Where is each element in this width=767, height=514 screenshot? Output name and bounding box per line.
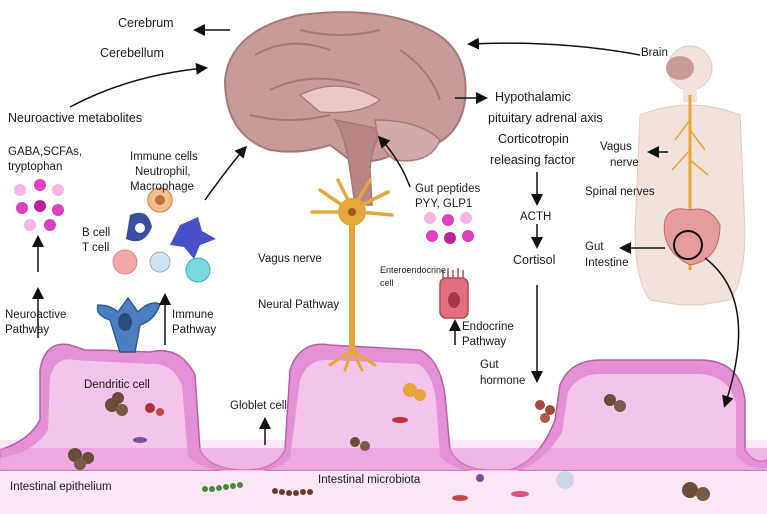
- neuron: [310, 178, 394, 372]
- label-immune-cells: Immune cells: [130, 151, 198, 163]
- label-corticotropin: Corticotropin: [498, 132, 569, 146]
- epithelium-base: [0, 448, 767, 470]
- bacterial-chain-2: [272, 488, 313, 496]
- label-cortisol: Cortisol: [513, 253, 555, 267]
- label-goblet-cell: Globlet cell: [230, 400, 287, 412]
- label-gaba: GABA,SCFAs,: [8, 146, 82, 158]
- epithelium-inner: [0, 359, 767, 472]
- enteroendocrine-cell: [439, 268, 469, 319]
- label-b-cell: B cell: [82, 227, 110, 239]
- label-gut-peptides: Gut peptides: [415, 183, 480, 195]
- label-neuroactive: Neuroactive: [5, 309, 66, 321]
- label-intestinal-microbiota: Intestinal microbiota: [318, 474, 421, 486]
- label-t-cell: T cell: [82, 242, 109, 254]
- label-gut: Gut: [480, 359, 499, 371]
- label-hormone: hormone: [480, 375, 525, 387]
- label-immune-pathway: Pathway: [172, 324, 216, 336]
- label-gut-body: Gut: [585, 241, 604, 253]
- label-pyy-glp1: PYY, GLP1: [415, 198, 472, 210]
- label-enteroendocrine-cell: cell: [380, 278, 394, 288]
- arrows: [32, 24, 740, 445]
- label-enteroendocrine: Enteroendocrine: [380, 265, 446, 275]
- human-body-illustration: [634, 45, 746, 306]
- label-neural-pathway: Neural Pathway: [258, 299, 339, 311]
- label-brain: Brain: [641, 47, 668, 59]
- label-macrophage: Macrophage: [130, 181, 194, 193]
- label-intestine: Intestine: [585, 257, 628, 269]
- label-acth: ACTH: [520, 211, 551, 223]
- label-tryptophan: tryptophan: [8, 161, 62, 173]
- label-vagus: Vagus: [600, 141, 632, 153]
- label-nerve: nerve: [610, 157, 639, 169]
- label-cerebrum: Cerebrum: [118, 16, 174, 30]
- label-hpa-axis: pituitary adrenal axis: [488, 111, 603, 125]
- label-spinal-nerves: Spinal nerves: [585, 186, 655, 198]
- label-neutrophil: Neutrophil,: [135, 166, 191, 178]
- label-immune: Immune: [172, 309, 214, 321]
- microbiota: [68, 383, 710, 501]
- label-dendritic-cell: Dendritic cell: [84, 379, 150, 391]
- bacterial-chain: [202, 482, 243, 492]
- neuroactive-metabolites-dots: [14, 179, 64, 231]
- label-neuroactive-pathway: Pathway: [5, 324, 49, 336]
- label-intestinal-epithelium: Intestinal epithelium: [10, 481, 112, 493]
- label-hypothalamic: Hypothalamic: [495, 90, 571, 104]
- label-endocrine-pathway: Pathway: [462, 336, 506, 348]
- label-endocrine: Endocrine: [462, 321, 514, 333]
- brain-illustration: [223, 11, 467, 206]
- label-releasing-factor: releasing factor: [490, 153, 575, 167]
- dendritic-cell: [96, 296, 161, 353]
- label-cerebellum: Cerebellum: [100, 46, 164, 60]
- immune-cells-cluster: [112, 187, 216, 283]
- label-vagus-nerve: Vagus nerve: [258, 253, 322, 265]
- gut-peptide-dots: [424, 212, 474, 244]
- label-neuroactive-metabolites: Neuroactive metabolites: [8, 111, 142, 125]
